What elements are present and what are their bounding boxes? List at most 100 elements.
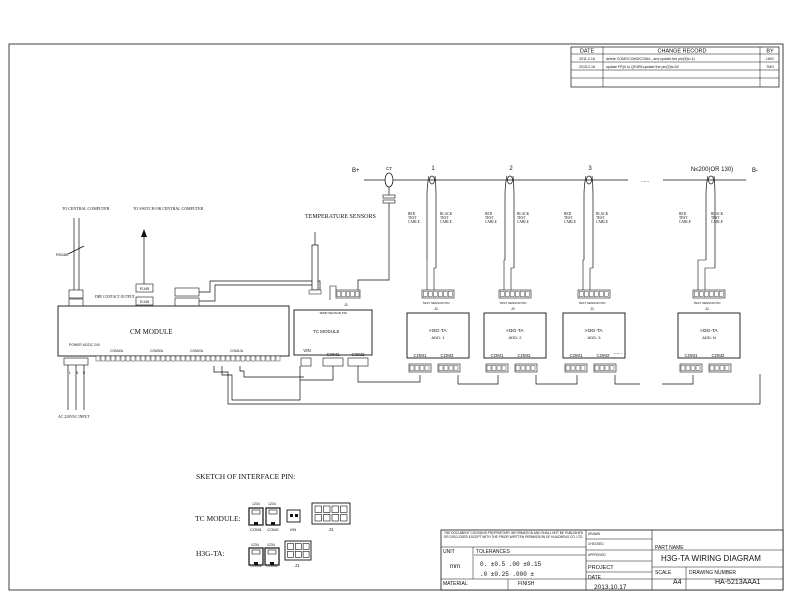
- cm-pin: [135, 355, 141, 362]
- h3g-com-pin: [594, 365, 600, 371]
- h3g-com-pin: [599, 365, 605, 371]
- cm-pin: [105, 355, 111, 362]
- sketch-h3g-pin-nums-2: 1234: [267, 543, 275, 547]
- red-cable-label: RED TEST CABLE: [564, 212, 576, 225]
- h3g-title: H3G-TA: [506, 328, 524, 334]
- approved-label: APPROVED: [588, 553, 606, 557]
- h3g-j1-pin: [500, 291, 505, 297]
- h3g-body: [483, 312, 547, 359]
- sketch-tc-com1: COM1: [250, 527, 262, 532]
- sketch-tc-j1-pin: [340, 505, 348, 513]
- h3g-modules: RED TEST CABLE BLACK TEST CABLE TEST SENSO…: [406, 175, 741, 373]
- red-cable-label: RED TEST CABLE: [679, 212, 691, 225]
- part-name-label: PART NAME: [655, 545, 684, 551]
- h3g-j1-pin: [515, 291, 520, 297]
- h3g-title: H3G-TA: [585, 328, 603, 334]
- h3g-j1-pin: [709, 291, 714, 297]
- sketch-tc-j1: J1: [329, 527, 334, 532]
- h3g-com-pin: [501, 365, 507, 371]
- h3g-com1-label: COM1: [413, 353, 426, 358]
- power-terminal: [63, 357, 89, 366]
- cm-pin: [175, 355, 181, 362]
- h3g-address: ADD: 1: [432, 335, 446, 340]
- black-cable-label: BLACK TEST CABLE: [440, 212, 453, 225]
- change-row-2-text: update FR(0 to QF4R5,update the pin(3)to…: [606, 65, 679, 69]
- tc-j1-pin: [346, 291, 351, 297]
- tc-j1-pin: [336, 291, 341, 297]
- test-cable-red: [504, 175, 508, 260]
- h3g-com-pin: [565, 365, 571, 371]
- h3g-com-pin: [604, 365, 610, 371]
- sketch-tc-j1-pin: [323, 514, 331, 522]
- sketch-h3g-label: H3G-TA:: [196, 549, 225, 558]
- h3g-com-pin: [530, 365, 536, 371]
- sketch-title: SKETCH OF INTERFACE PIN:: [196, 472, 295, 481]
- h3g-com-pin: [491, 365, 497, 371]
- black-cable-label: BLACK TEST CABLE: [711, 212, 724, 225]
- cm-pin: [265, 355, 271, 362]
- tolerance-row-1: 0. ±0.5 .00 ±0.15: [480, 561, 542, 568]
- svg-text:RJ45: RJ45: [140, 286, 150, 291]
- clamp-icon: [507, 175, 513, 185]
- h3g-com-pin: [719, 365, 725, 371]
- h3g-com2-label: COM2: [596, 353, 609, 358]
- unit-value: mm: [450, 564, 460, 570]
- h3g-j1-connector: [498, 289, 532, 299]
- cm-pin: [145, 355, 151, 362]
- h3g-address: ADD: 2: [509, 335, 523, 340]
- drawing-frame: [8, 43, 784, 591]
- test-cable-black: [512, 175, 515, 268]
- title-block: THE DOCUMENT CONTAINS PROPRIETARY INFORM…: [440, 529, 784, 591]
- h3g-com-pin: [424, 365, 430, 371]
- bus-num-2: 2: [509, 166, 513, 172]
- cm-port-com4: COM4/A: [110, 349, 124, 353]
- sketch-h3g-j1-pin: [287, 550, 294, 558]
- h3g-j1-pin: [604, 291, 609, 297]
- sketch-h3g-j1-pin: [302, 543, 310, 550]
- test-cable-black: [591, 175, 594, 268]
- bus-b-minus: B-: [752, 168, 758, 174]
- sketch-h3g-com1-jack: [248, 547, 264, 566]
- to-control-computer-label: TO CENTRAL COMPUTER: [62, 206, 110, 211]
- sketch-tc-vin-jack: [286, 509, 301, 523]
- drawing-number-label: DRAWING NUMBER: [689, 570, 736, 576]
- external-connections: TO CENTRAL COMPUTER RS485 COM8 DRY CONTA…: [56, 206, 321, 321]
- cm-pin: [155, 355, 161, 362]
- terminal-l: L: [69, 371, 71, 375]
- cm-pin: [240, 355, 246, 362]
- h3g-com2-label: COM2: [517, 353, 530, 358]
- cm-pin: [275, 355, 281, 362]
- bus-num-3: 3: [588, 166, 592, 172]
- sketch-tc-com2-jack: [265, 507, 281, 526]
- sketch-h3g-com1: COM1: [250, 563, 262, 568]
- cm-pin: [220, 355, 226, 362]
- h3g-pin-label: TEST SENSOR PIN: [500, 301, 527, 305]
- module-dots: ......: [614, 350, 622, 356]
- finish-label: FINISH: [518, 581, 535, 587]
- sketch-tc-pin-nums-1: 1234: [252, 502, 260, 506]
- cm-pin: [150, 355, 156, 362]
- sketch-tc-j1-pin: [314, 505, 322, 513]
- project-label: PROJECT: [588, 565, 614, 571]
- h3g-j1-pin: [699, 291, 704, 297]
- tolerance-row-2: .0 ±0.25 .000 ±: [480, 571, 534, 578]
- proprietary-notice: THE DOCUMENT CONTAINS PROPRIETARY INFORM…: [443, 531, 584, 539]
- test-cable-red: [426, 175, 430, 260]
- h3g-com-pin: [496, 365, 502, 371]
- tc-j1-pin: [355, 291, 360, 297]
- change-row-2-by: TMG: [766, 65, 774, 69]
- change-row-1-by: LWG: [766, 57, 774, 61]
- sketch-tc-label: TC MODULE:: [195, 514, 241, 523]
- cm-pin: [250, 355, 256, 362]
- cm-pin: [260, 355, 266, 362]
- sketch-tc-com2: COM2: [267, 527, 279, 532]
- tolerances-label: TOLERANCES: [476, 549, 510, 555]
- svg-text:RJ45: RJ45: [140, 299, 150, 304]
- cm-module: CM MODULE POWER AC/DC 24V COM4/A COM3/A …: [57, 305, 290, 419]
- change-row-1-text: delete COM2/COM3/COM4-- and update the p…: [606, 57, 695, 61]
- cm-pin: [165, 355, 171, 362]
- h3g-com-pin: [520, 365, 526, 371]
- sketch-h3g-pins: [248, 540, 312, 566]
